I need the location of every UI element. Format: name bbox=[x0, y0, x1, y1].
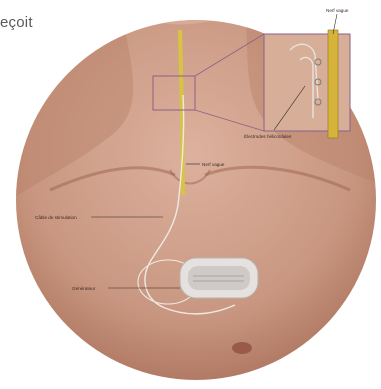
label-nerf-vague-inset: Nerf vague bbox=[326, 8, 349, 13]
generator-device bbox=[180, 258, 258, 298]
label-cable: Câble de stimulation bbox=[35, 215, 77, 220]
zoom-inset bbox=[264, 30, 350, 138]
label-generateur: Générateur bbox=[72, 286, 96, 291]
label-electrodes: Électrodes hélicoïdales bbox=[244, 133, 292, 139]
label-nerf-vague-neck: Nerf vague bbox=[202, 162, 225, 167]
nipple bbox=[232, 342, 252, 354]
heading-text: eçoit bbox=[0, 14, 33, 31]
chin bbox=[115, 0, 255, 24]
inset-nerve bbox=[328, 30, 338, 138]
